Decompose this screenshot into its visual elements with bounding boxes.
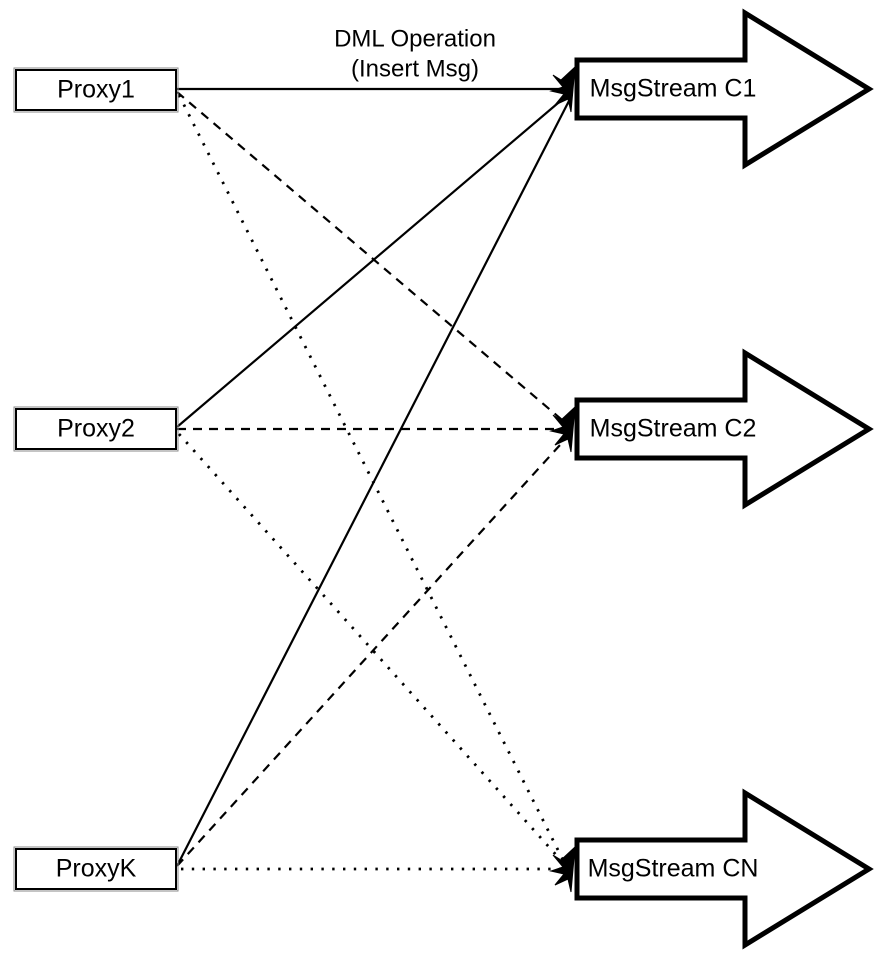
edge-proxy2-to-c1 bbox=[176, 91, 572, 428]
caption-group: DML Operation (Insert Msg) bbox=[334, 25, 496, 82]
stream-label: MsgStream C2 bbox=[590, 415, 757, 443]
node-box bbox=[15, 408, 177, 450]
node-proxyk[interactable]: ProxyK bbox=[13, 846, 179, 892]
arrowhead-head-cn bbox=[549, 845, 576, 893]
edge-proxyk-to-c1 bbox=[176, 94, 573, 867]
node-proxy2[interactable]: Proxy2 bbox=[13, 406, 179, 452]
streams-layer: MsgStream C1 MsgStream C2 MsgStream CN bbox=[574, 8, 874, 950]
stream-arrow-shape bbox=[574, 348, 874, 510]
stream-arrow-shape bbox=[574, 8, 874, 170]
arrowhead-head-c2 bbox=[549, 405, 576, 453]
arrowheads-layer bbox=[549, 65, 576, 893]
edge-proxyk-to-c2 bbox=[176, 433, 571, 867]
stream-label: MsgStream C1 bbox=[590, 75, 757, 103]
node-box-outline bbox=[13, 846, 179, 892]
caption-line-2: (Insert Msg) bbox=[351, 55, 479, 82]
stream-stream_cn[interactable]: MsgStream CN bbox=[574, 788, 874, 950]
node-label: ProxyK bbox=[56, 855, 137, 883]
caption-line-1: DML Operation bbox=[334, 25, 496, 52]
stream-stream_c2[interactable]: MsgStream C2 bbox=[574, 348, 874, 510]
stream-label: MsgStream CN bbox=[588, 855, 759, 883]
stream-arrow-shape bbox=[574, 788, 874, 950]
node-proxy1[interactable]: Proxy1 bbox=[13, 67, 179, 113]
arrowhead-head-c1 bbox=[549, 65, 576, 113]
node-box-outline bbox=[13, 67, 179, 113]
edge-proxy1-to-c2 bbox=[176, 91, 569, 426]
edges-layer bbox=[176, 87, 573, 871]
node-box-outline bbox=[13, 406, 179, 452]
node-box bbox=[15, 848, 177, 890]
node-box bbox=[15, 69, 177, 111]
node-label: Proxy2 bbox=[57, 415, 135, 443]
stream-stream_c1[interactable]: MsgStream C1 bbox=[574, 8, 874, 170]
node-label: Proxy1 bbox=[57, 76, 135, 104]
